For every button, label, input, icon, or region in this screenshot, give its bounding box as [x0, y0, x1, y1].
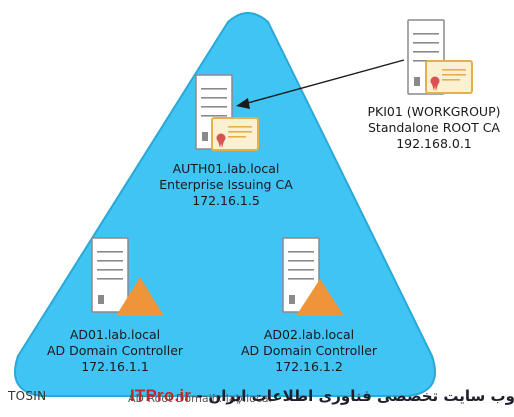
auth01-ip: 172.16.1.5 — [192, 193, 260, 208]
auth01-certificate-icon — [211, 117, 259, 151]
pki01-role: Standalone ROOT CA — [368, 120, 500, 135]
footer-strip: TOSIN AD Root Domain: lab.local ITPro.ir… — [0, 386, 514, 408]
pki01-hostname: PKI01 (WORKGROUP) — [367, 104, 501, 119]
ad02-role: AD Domain Controller — [240, 343, 378, 358]
ad01-label: AD01.lab.local AD Domain Controller 172.… — [20, 327, 210, 375]
ad02-hostname: AD02.lab.local — [263, 327, 355, 342]
pki01-label: PKI01 (WORKGROUP) Standalone ROOT CA 192… — [356, 104, 512, 152]
auth01-label: AUTH01.lab.local Enterprise Issuing CA 1… — [133, 161, 319, 209]
auth01-hostname: AUTH01.lab.local — [172, 161, 280, 176]
trust-arrow — [236, 59, 405, 109]
ad02-ip: 172.16.1.2 — [275, 359, 343, 374]
pki01-ip: 192.168.0.1 — [396, 136, 472, 151]
ad01-hostname: AD01.lab.local — [69, 327, 161, 342]
site-watermark: ITPro.ir - وب سایت تخصصی فناوری اطلاعات … — [130, 386, 514, 406]
watermark-brand: ITPro.ir — [130, 386, 192, 405]
footer-left-fragment: TOSIN — [8, 389, 47, 403]
domain-caption: AD Root Domain: lab.local — [128, 392, 272, 405]
ad01-warning-triangle-icon — [116, 277, 164, 316]
ad01-server-icon — [91, 237, 129, 313]
ad02-server-icon — [282, 237, 320, 313]
ad02-warning-triangle-icon — [296, 279, 344, 316]
ad01-ip: 172.16.1.1 — [81, 359, 149, 374]
ad02-label: AD02.lab.local AD Domain Controller 172.… — [214, 327, 404, 375]
auth01-role: Enterprise Issuing CA — [159, 177, 293, 192]
ad01-role: AD Domain Controller — [46, 343, 184, 358]
pki01-certificate-icon — [425, 60, 473, 94]
watermark-text: - وب سایت تخصصی فناوری اطلاعات ایران — [191, 387, 514, 405]
